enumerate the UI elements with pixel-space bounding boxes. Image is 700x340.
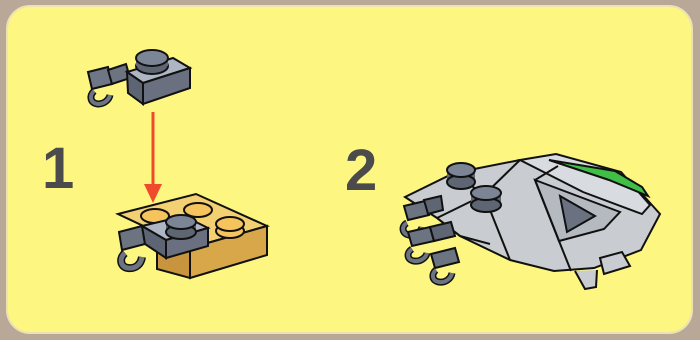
shuttle-nose-assembly-icon (403, 154, 660, 289)
tan-plate-with-clip-icon (118, 194, 267, 278)
clip-plate-icon (88, 50, 190, 104)
down-arrow-icon (144, 112, 162, 203)
